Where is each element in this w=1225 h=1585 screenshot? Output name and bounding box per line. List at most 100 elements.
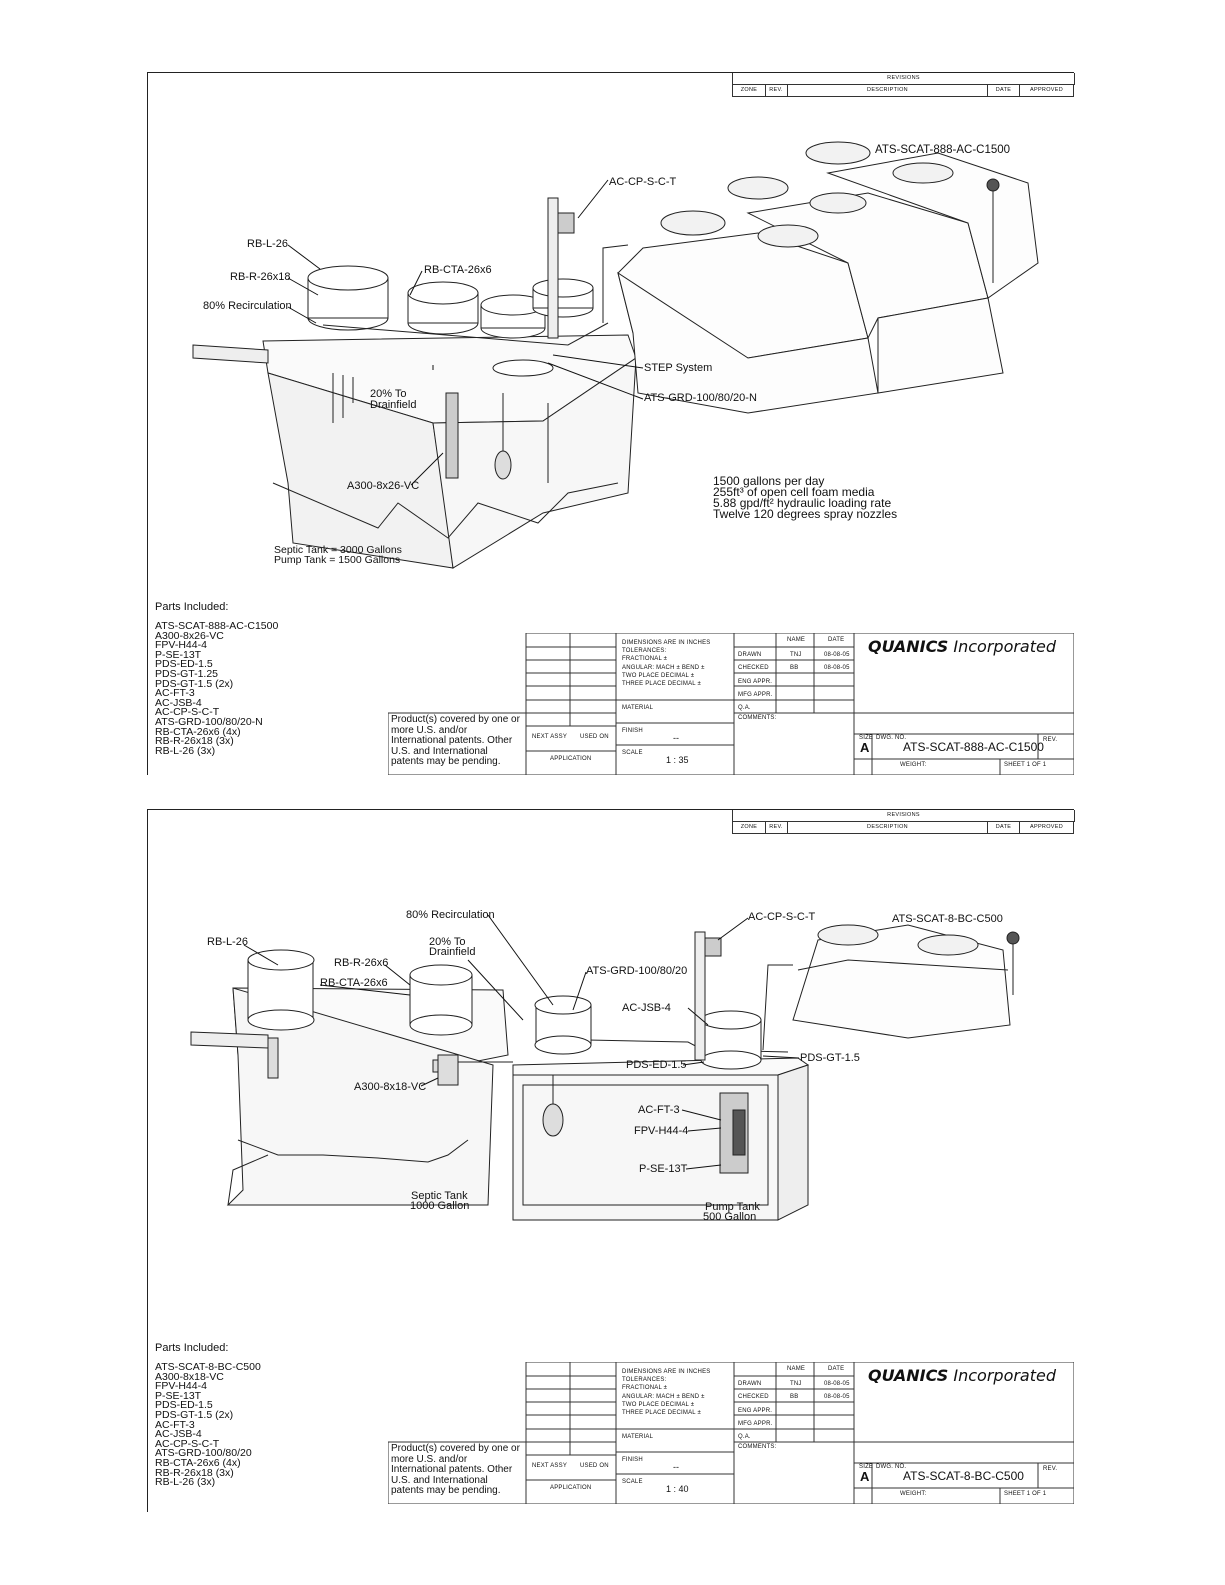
company-name-bold: QUANICS bbox=[868, 637, 949, 656]
callout-pds-ed: PDS-ED-1.5 bbox=[626, 1059, 687, 1071]
spec-line-4: Twelve 120 degrees spray nozzles bbox=[713, 507, 898, 521]
used-on-label: USED ON bbox=[580, 1463, 609, 1469]
approval-names: TNJ BB bbox=[790, 1378, 802, 1405]
callout-ac-cp: AC-CP-S-C-T bbox=[748, 911, 816, 923]
revisions-title: REVISIONS bbox=[732, 810, 1075, 822]
size-value: A bbox=[860, 1469, 870, 1484]
weight-label: WEIGHT: bbox=[900, 762, 927, 768]
date-header: DATE bbox=[828, 637, 845, 643]
system-isometric-drawing bbox=[192, 141, 1039, 569]
eng-appr-label: ENG APPR. bbox=[738, 1407, 773, 1414]
callout-to-drainfield-1: 20% To bbox=[370, 388, 407, 400]
eng-appr-label: ENG APPR. bbox=[738, 678, 773, 685]
revisions-date: DATE bbox=[988, 822, 1020, 834]
next-assy-label: NEXT ASSY bbox=[532, 1463, 568, 1469]
material-label: MATERIAL bbox=[622, 705, 654, 711]
size-value: A bbox=[860, 740, 870, 755]
drawn-name: TNJ bbox=[790, 652, 802, 658]
drawing-number: ATS-SCAT-8-BC-C500 bbox=[903, 1469, 1024, 1483]
callout-to-drainfield-1: 20% To bbox=[429, 936, 466, 948]
callout-step-system: STEP System bbox=[644, 362, 713, 374]
comments-label: COMMENTS: bbox=[738, 1444, 777, 1450]
dims-line: THREE PLACE DECIMAL ± bbox=[622, 681, 701, 688]
parts-item: A300-8x26-VC bbox=[155, 629, 224, 642]
dims-line: TWO PLACE DECIMAL ± bbox=[622, 672, 695, 679]
parts-item: P-SE-13T bbox=[155, 1389, 202, 1402]
dims-line: ANGULAR: MACH ± BEND ± bbox=[622, 664, 705, 671]
parts-item: RB-L-26 (3x) bbox=[155, 744, 216, 757]
callout-to-drainfield-2: Drainfield bbox=[429, 946, 476, 958]
parts-title: Parts Included: bbox=[155, 601, 229, 613]
sheet-count: SHEET 1 OF 1 bbox=[1004, 762, 1047, 768]
parts-list: ATS-SCAT-888-AC-C1500 A300-8x26-VC FPV-H… bbox=[155, 621, 278, 757]
qa-label: Q.A. bbox=[738, 705, 751, 712]
dwg-no-label: DWG. NO. bbox=[876, 1464, 907, 1470]
used-on-label: USED ON bbox=[580, 734, 609, 740]
revisions-date: DATE bbox=[988, 85, 1020, 97]
parts-item: FPV-H44-4 bbox=[155, 639, 207, 652]
callout-rb-r: RB-R-26x18 bbox=[230, 271, 291, 283]
septic-tank-note: Septic Tank bbox=[411, 1190, 468, 1202]
dims-line: FRACTIONAL ± bbox=[622, 1385, 668, 1392]
parts-item: PDS-ED-1.5 bbox=[155, 1399, 213, 1412]
parts-item: RB-R-26x18 (3x) bbox=[155, 735, 234, 748]
finish-value: -- bbox=[673, 733, 679, 743]
company-name-rest: Incorporated bbox=[948, 637, 1057, 656]
septic-tank-capacity: 1000 Gallon bbox=[410, 1200, 470, 1212]
dims-line: ANGULAR: MACH ± BEND ± bbox=[622, 1393, 705, 1400]
drawn-name: TNJ bbox=[790, 1381, 802, 1387]
scale-value: 1 : 40 bbox=[666, 1484, 689, 1494]
dwg-no-label: DWG. NO. bbox=[876, 735, 907, 741]
dims-line: TWO PLACE DECIMAL ± bbox=[622, 1401, 695, 1408]
date-header: DATE bbox=[828, 1366, 845, 1372]
qa-label: Q.A. bbox=[738, 1434, 751, 1441]
drawing-sheet-2: REVISIONS ZONE REV. DESCRIPTION DATE APP… bbox=[147, 809, 1075, 1512]
checked-name: BB bbox=[790, 665, 799, 672]
parts-item: FPV-H44-4 bbox=[155, 1380, 207, 1393]
parts-item: PDS-GT-1.5 (2x) bbox=[155, 677, 234, 690]
tank-note-1: Septic Tank = 3000 Gallons bbox=[274, 544, 402, 556]
callout-recirculation: 80% Recirculation bbox=[406, 909, 495, 921]
callout-rb-r: RB-R-26x6 bbox=[334, 957, 389, 969]
callout-ats-grd: ATS-GRD-100/80/20 bbox=[586, 965, 688, 977]
parts-item: RB-CTA-26x6 (4x) bbox=[155, 725, 241, 738]
callout-to-drainfield-2: Drainfield bbox=[370, 399, 417, 411]
revisions-description: DESCRIPTION bbox=[788, 822, 988, 834]
spec-line-1: 1500 gallons per day bbox=[713, 474, 825, 488]
parts-item: P-SE-13T bbox=[155, 648, 202, 661]
comments-label: COMMENTS: bbox=[738, 715, 777, 721]
drawing-number: ATS-SCAT-888-AC-C1500 bbox=[903, 740, 1044, 754]
parts-item: PDS-GT-1.25 bbox=[155, 667, 219, 680]
company-name: QUANICS Incorporated bbox=[868, 1366, 1056, 1385]
spec-line-3: 5.88 gpd/ft² hydraulic loading rate bbox=[713, 496, 892, 510]
approval-dates: 08-08-05 08-08-05 bbox=[824, 1378, 850, 1405]
parts-item: PDS-ED-1.5 bbox=[155, 658, 213, 671]
checked-label: CHECKED bbox=[738, 665, 769, 672]
callout-pds-gt: PDS-GT-1.5 bbox=[800, 1052, 860, 1064]
pump-tank-capacity: 500 Gallon bbox=[703, 1211, 757, 1223]
application-label: APPLICATION bbox=[550, 1485, 592, 1491]
application-label: APPLICATION bbox=[550, 756, 592, 762]
finish-label: FINISH bbox=[622, 728, 643, 734]
dimensions-notes: DIMENSIONS ARE IN INCHES TOLERANCES: FRA… bbox=[622, 639, 710, 688]
dims-line: THREE PLACE DECIMAL ± bbox=[622, 1410, 701, 1417]
parts-title: Parts Included: bbox=[155, 1342, 229, 1354]
drawing-sheet-1: REVISIONS ZONE REV. DESCRIPTION DATE APP… bbox=[147, 72, 1075, 775]
revisions-approved: APPROVED bbox=[1020, 822, 1074, 834]
callout-ats-grd: ATS-GRD-100/80/20-N bbox=[644, 392, 757, 404]
name-header: NAME bbox=[787, 637, 806, 643]
callout-recirculation: 80% Recirculation bbox=[203, 300, 292, 312]
system-isometric-drawing bbox=[190, 914, 1020, 1221]
parts-item: AC-JSB-4 bbox=[155, 696, 202, 709]
drawn-date: 08-08-05 bbox=[824, 652, 850, 658]
callout-p-se: P-SE-13T bbox=[639, 1163, 688, 1175]
finish-label: FINISH bbox=[622, 1457, 643, 1463]
approval-row-labels: DRAWN CHECKED ENG APPR. MFG APPR. Q.A. bbox=[738, 649, 772, 715]
spec-line-2: 255ft³ of open cell foam media bbox=[713, 485, 875, 499]
size-label: SIZE bbox=[859, 1464, 874, 1470]
parts-item: RB-R-26x18 (3x) bbox=[155, 1466, 234, 1479]
size-label: SIZE bbox=[859, 735, 874, 741]
rev-label: REV. bbox=[1043, 737, 1058, 743]
scale-value: 1 : 35 bbox=[666, 755, 689, 765]
scale-label: SCALE bbox=[622, 1479, 643, 1485]
